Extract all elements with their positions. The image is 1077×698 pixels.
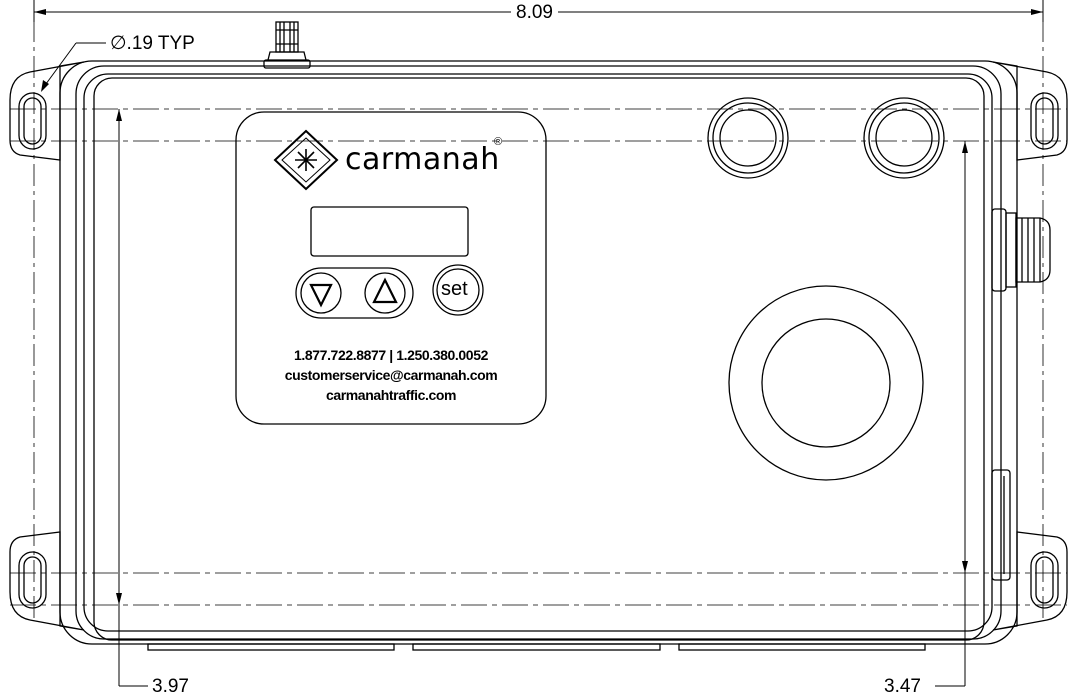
height-dimension-right xyxy=(935,141,968,687)
phone-numbers: 1.877.722.8877 | 1.250.380.0052 xyxy=(294,347,488,363)
triangle-down-icon xyxy=(309,283,333,308)
hole-diameter-label: ∅.19 TYP xyxy=(110,33,195,54)
centerlines xyxy=(10,108,1067,606)
round-port-2 xyxy=(863,97,945,179)
mounting-flange-right xyxy=(992,61,1068,631)
side-latch xyxy=(991,469,1011,581)
cable-gland xyxy=(991,208,1051,292)
antenna-connector xyxy=(263,21,311,69)
registered-mark: ® xyxy=(494,136,502,148)
round-port-1 xyxy=(707,97,789,179)
overall-width-label: 8.09 xyxy=(511,3,558,22)
starburst-diamond-icon xyxy=(273,129,339,191)
mounting-holes xyxy=(18,92,1059,609)
mounting-flange-left xyxy=(9,61,85,631)
height-dimension-left xyxy=(116,109,148,687)
bottom-feet xyxy=(147,643,926,651)
left-height-label: 3.97 xyxy=(152,676,189,697)
set-button-label: set xyxy=(441,278,468,300)
brand-name: carmanah xyxy=(345,142,500,177)
control-panel xyxy=(235,111,547,425)
email-address: customerservice@carmanah.com xyxy=(284,367,498,383)
website-url: carmanahtraffic.com xyxy=(325,387,457,403)
large-round-window xyxy=(728,285,924,481)
right-height-label: 3.47 xyxy=(884,676,921,697)
triangle-up-icon xyxy=(372,277,398,304)
enclosure-body xyxy=(59,60,1018,645)
